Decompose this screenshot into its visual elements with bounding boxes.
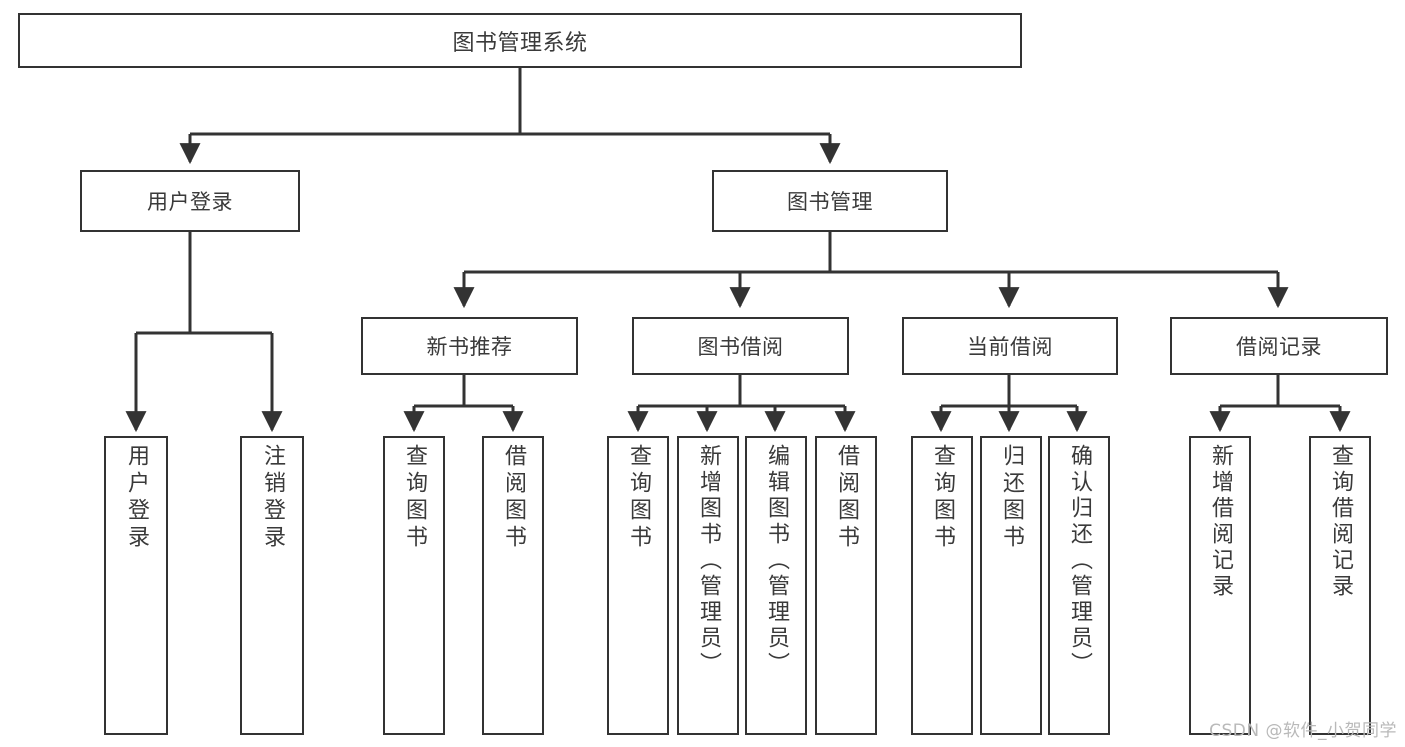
node-user-login[interactable]: 用户登录 — [80, 170, 300, 232]
node-label: 确认归还（管理员） — [1067, 444, 1092, 678]
node-root-system[interactable]: 图书管理系统 — [18, 13, 1022, 68]
node-leaf-confirm-return[interactable]: 确认归还（管理员） — [1048, 436, 1110, 735]
node-leaf-edit-book[interactable]: 编辑图书（管理员） — [745, 436, 807, 735]
node-leaf-return-book[interactable]: 归还图书 — [980, 436, 1042, 735]
node-book-manage[interactable]: 图书管理 — [712, 170, 948, 232]
node-leaf-borrow-book-2[interactable]: 借阅图书 — [815, 436, 877, 735]
node-label: 查询借阅记录 — [1328, 444, 1353, 600]
node-leaf-borrow-book-1[interactable]: 借阅图书 — [482, 436, 544, 735]
node-label: 用户登录 — [124, 444, 149, 552]
node-leaf-query-book-1[interactable]: 查询图书 — [383, 436, 445, 735]
node-label: 查询图书 — [402, 444, 427, 552]
node-label: 新增借阅记录 — [1208, 444, 1233, 600]
node-label: 归还图书 — [999, 444, 1024, 552]
csdn-watermark: CSDN @软件_小贺同学 — [1209, 721, 1397, 741]
node-label: 查询图书 — [930, 444, 955, 552]
node-label: 借阅图书 — [501, 444, 526, 552]
node-current-borrow[interactable]: 当前借阅 — [902, 317, 1118, 375]
node-leaf-add-book[interactable]: 新增图书（管理员） — [677, 436, 739, 735]
node-leaf-query-record[interactable]: 查询借阅记录 — [1309, 436, 1371, 735]
node-leaf-query-book-3[interactable]: 查询图书 — [911, 436, 973, 735]
node-borrow-record[interactable]: 借阅记录 — [1170, 317, 1388, 375]
node-label: 借阅图书 — [834, 444, 859, 552]
node-label: 编辑图书（管理员） — [764, 444, 789, 678]
node-new-book-recommend[interactable]: 新书推荐 — [361, 317, 578, 375]
node-leaf-query-book-2[interactable]: 查询图书 — [607, 436, 669, 735]
node-leaf-user-login[interactable]: 用户登录 — [104, 436, 168, 735]
node-label: 查询图书 — [626, 444, 651, 552]
node-leaf-logout-login[interactable]: 注销登录 — [240, 436, 304, 735]
node-label: 注销登录 — [260, 444, 285, 552]
node-label: 新增图书（管理员） — [696, 444, 721, 678]
node-leaf-add-record[interactable]: 新增借阅记录 — [1189, 436, 1251, 735]
node-book-borrow[interactable]: 图书借阅 — [632, 317, 849, 375]
